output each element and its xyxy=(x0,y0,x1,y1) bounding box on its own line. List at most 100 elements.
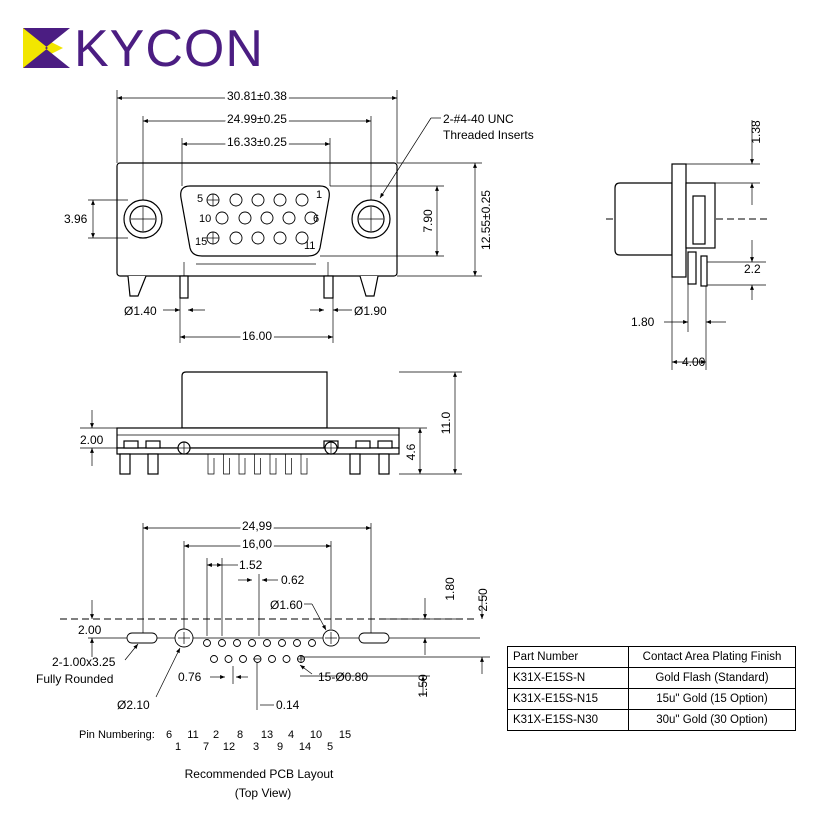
bottom-shell xyxy=(181,371,328,429)
pin-number: 3 xyxy=(253,741,259,753)
bottom-leads xyxy=(207,454,308,475)
lead xyxy=(223,454,230,475)
dim-side-offset: 1.80 xyxy=(631,315,655,329)
part-number-cell: K31X-E15S-N15 xyxy=(507,688,629,710)
table-row: K31X-E15S-N30 30u" Gold (30 Option) xyxy=(507,709,796,731)
pcb-dim-offset-small: 0.14 xyxy=(276,698,300,712)
logo-triangle-purple xyxy=(23,28,70,68)
dim-side-lead: 2.2 xyxy=(744,262,761,276)
side-flange xyxy=(671,163,687,278)
contact-pin xyxy=(251,193,265,207)
dim-overall-width: 30.81±0.38 xyxy=(227,89,287,103)
pcb-dim-left: 2.00 xyxy=(78,623,102,637)
brand-name: KYCON xyxy=(74,20,264,78)
pin-label-15: 15 xyxy=(195,236,207,248)
pcb-pin-hole xyxy=(268,655,276,663)
lead xyxy=(300,454,308,475)
lead xyxy=(238,454,246,475)
table-row: K31X-E15S-N15 15u" Gold (15 Option) xyxy=(507,688,796,710)
pcb-dim-pin-pitch: 1.52 xyxy=(239,558,263,572)
pcb-pin-holes-note: 15-Ø0.80 xyxy=(318,670,368,684)
dim-board: 4.6 xyxy=(404,443,418,460)
kycon-logo: KYCON xyxy=(23,20,264,78)
post-right xyxy=(323,275,334,299)
contact-pin xyxy=(229,193,243,207)
pin-label-5: 5 xyxy=(197,193,203,205)
pcb-dim-post-spacing: 16,00 xyxy=(242,537,272,551)
pcb-pin-hole xyxy=(233,639,241,647)
pcb-pin-hole xyxy=(210,655,218,663)
lead xyxy=(254,454,261,475)
side-view: 1.38 2.2 1.80 4.00 xyxy=(606,120,770,370)
lead xyxy=(285,454,292,475)
lead xyxy=(207,454,215,475)
pin-number: 9 xyxy=(277,741,283,753)
dim-shell-width: 16.33±0.25 xyxy=(227,135,287,149)
dim-hole-spacing: 24.99±0.25 xyxy=(227,112,287,126)
dim-post-dia-right: Ø1.90 xyxy=(354,304,387,318)
pin-number: 12 xyxy=(223,741,235,753)
part-number-cell: K31X-E15S-N30 xyxy=(507,709,629,731)
dim-hole-offset: 3.96 xyxy=(64,212,88,226)
contact-pins xyxy=(206,193,318,245)
contact-pin xyxy=(238,211,252,225)
pin-number: 7 xyxy=(203,741,209,753)
insert-note-line1: 2-#4-40 UNC xyxy=(443,112,514,126)
pcb-pin-hole xyxy=(282,655,291,663)
pin-number: 15 xyxy=(339,729,351,741)
pin-label-10: 10 xyxy=(199,213,211,225)
contact-pin xyxy=(282,211,296,225)
pcb-dim-post-hole: Ø1.60 xyxy=(270,598,303,612)
plating-cell: 30u" Gold (30 Option) xyxy=(628,709,796,731)
pin-label-1: 1 xyxy=(316,189,322,201)
pcb-layout: 24,99 16,00 1.52 0.62 Ø1.60 1.80 2.50 2.… xyxy=(36,517,490,800)
pcb-pin-hole xyxy=(308,639,316,647)
lead xyxy=(269,454,277,475)
pin-number: 8 xyxy=(237,729,243,741)
plating-spec-table: Part Number Contact Area Plating Finish … xyxy=(507,646,796,731)
col-plating-finish: Contact Area Plating Finish xyxy=(628,646,796,668)
side-shell xyxy=(614,182,673,256)
slot-left xyxy=(126,632,158,644)
pcb-pin-hole xyxy=(248,639,256,647)
pin-number: 1 xyxy=(175,741,181,753)
pcb-caption-line2: (Top View) xyxy=(235,786,291,800)
pcb-pin-hole xyxy=(278,639,286,647)
contact-pin xyxy=(273,193,287,207)
pin-number: 10 xyxy=(310,729,322,741)
pin-number: 2 xyxy=(213,729,219,741)
dim-post-dia-left: Ø1.40 xyxy=(124,304,157,318)
pin-number: 4 xyxy=(288,729,294,741)
table-row: K31X-E15S-N Gold Flash (Standard) xyxy=(507,667,796,689)
front-view: 5 1 10 6 15 11 30.81±0.38 24.99±0.25 16.… xyxy=(64,87,534,346)
table-header-row: Part Number Contact Area Plating Finish xyxy=(507,646,796,668)
contact-pin xyxy=(251,231,265,245)
pin-number: 11 xyxy=(187,729,198,741)
plating-cell: Gold Flash (Standard) xyxy=(628,667,796,689)
pcb-dim-pitch-half: 0.76 xyxy=(178,670,202,684)
pcb-dim-total: 2.50 xyxy=(476,588,490,612)
pin-number: 14 xyxy=(299,741,311,753)
plating-cell: 15u" Gold (15 Option) xyxy=(628,688,796,710)
col-part-number: Part Number xyxy=(507,646,629,668)
slot-note-line1: 2-1.00x3.25 xyxy=(52,655,116,669)
contact-pin xyxy=(304,211,318,225)
pcb-pin-hole xyxy=(224,655,233,663)
dim-post-spacing: 16.00 xyxy=(242,329,272,343)
dim-side-depth: 4.00 xyxy=(682,355,706,369)
pin-number: 13 xyxy=(261,729,273,741)
pcb-dim-row-offset: 0.62 xyxy=(281,573,305,587)
dim-flange: 2.00 xyxy=(80,433,104,447)
pin-number: 6 xyxy=(166,729,172,741)
dim-total-height: 11.0 xyxy=(439,411,453,434)
pcb-pin-hole xyxy=(263,639,271,647)
pcb-pin-holes xyxy=(203,639,316,663)
pcb-pin-hole xyxy=(239,655,247,663)
insert-note-line2: Threaded Inserts xyxy=(443,128,534,142)
pin-label-6: 6 xyxy=(313,213,319,225)
pin-number: 5 xyxy=(327,741,333,753)
logo-triangle-yellow xyxy=(23,28,63,68)
pin-label-11: 11 xyxy=(304,240,315,252)
pin-numbering: 6 11 2 8 13 4 10 15 1 7 12 3 9 14 5 xyxy=(166,729,351,753)
contact-pin xyxy=(273,231,287,245)
